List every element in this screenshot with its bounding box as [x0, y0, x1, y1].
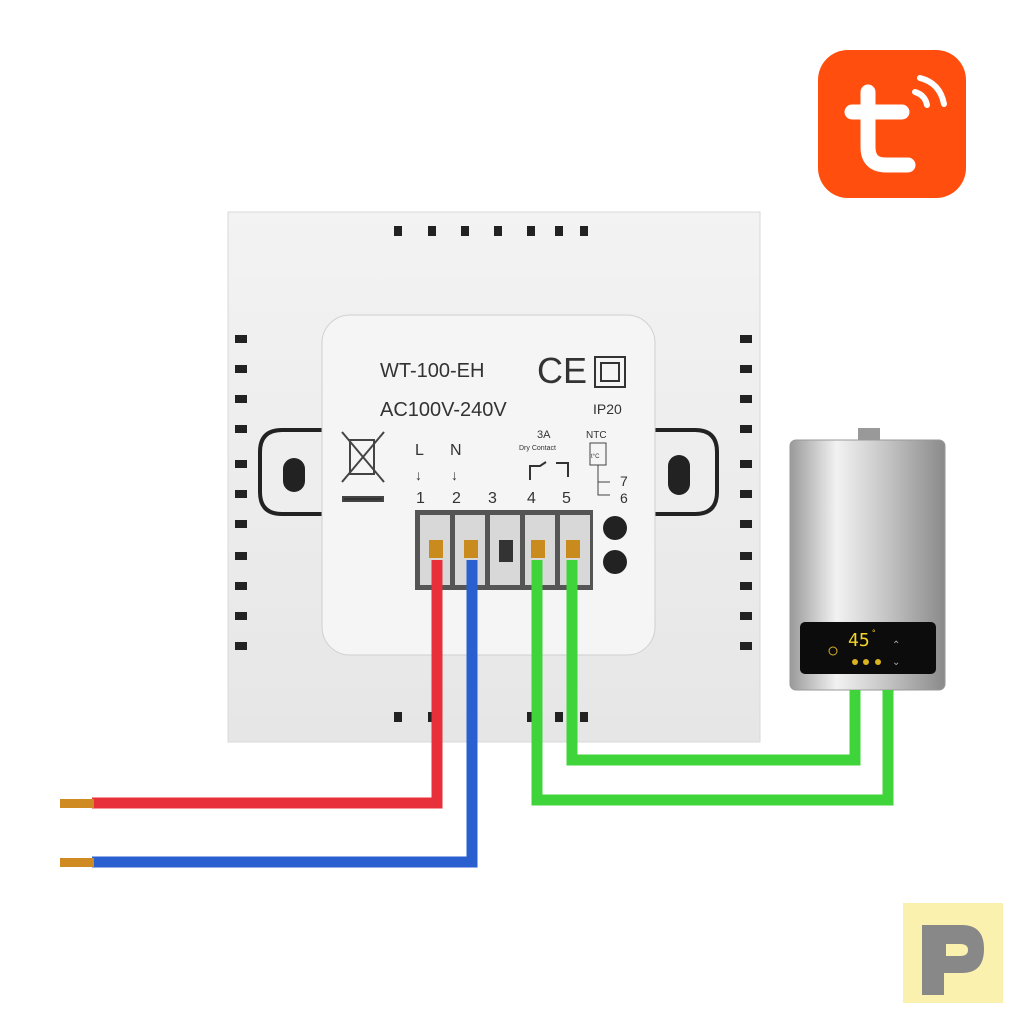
- terminal-1-label: 1: [416, 490, 425, 507]
- wire-neutral: [92, 560, 478, 868]
- wire-live: [92, 560, 443, 809]
- module-body: [321, 314, 656, 656]
- terminal-5-label: 5: [562, 490, 571, 507]
- ntc-label: NTC: [586, 430, 607, 441]
- device-label: WT-100-EH CE IP20 AC100V-240V L N ↓ ↓ 1 …: [341, 350, 628, 507]
- up-arrow-icon: ⌃: [892, 640, 900, 651]
- power-icon: [828, 646, 838, 656]
- relay-type: Dry Contact: [519, 445, 556, 452]
- water-heater: 45 ° ⌃ ⌄: [789, 428, 946, 691]
- wires: [92, 560, 894, 868]
- wire-neutral-tip: [60, 858, 94, 867]
- arrow-down-icon: ↓: [415, 467, 422, 483]
- corner-brand-logo: [903, 903, 1003, 1003]
- ntc-sensor-icon: t°C: [591, 454, 600, 460]
- relay-switch-icon: [529, 461, 569, 480]
- arrow-down-icon: ↓: [451, 467, 458, 483]
- terminal-2-label: 2: [452, 490, 461, 507]
- voltage-rating: AC100V-240V: [380, 399, 507, 421]
- wire-live-tip: [60, 799, 94, 808]
- ce-mark: CE: [537, 350, 587, 391]
- relay-rating: 3A: [537, 429, 551, 441]
- terminal-6-label: 6: [620, 490, 628, 506]
- wire-dry-contact-4: [531, 560, 894, 806]
- tuya-logo: [818, 50, 966, 198]
- heater-temp-unit: °: [872, 628, 876, 638]
- terminal-4-label: 4: [527, 490, 536, 507]
- label-L: L: [415, 442, 424, 459]
- label-N: N: [450, 442, 462, 459]
- thermostat-back-plate: [227, 211, 761, 743]
- terminal-7-label: 7: [620, 473, 628, 489]
- wire-dry-contact-5: [566, 560, 861, 766]
- weee-bin-icon: [341, 431, 385, 502]
- heater-display: [800, 622, 936, 674]
- vent-slots: [235, 226, 752, 722]
- ip-rating: IP20: [593, 401, 622, 417]
- heater-temp-readout: 45: [848, 630, 870, 651]
- terminal-3-label: 3: [488, 490, 497, 507]
- down-arrow-icon: ⌄: [892, 657, 900, 668]
- model-number: WT-100-EH: [380, 360, 484, 382]
